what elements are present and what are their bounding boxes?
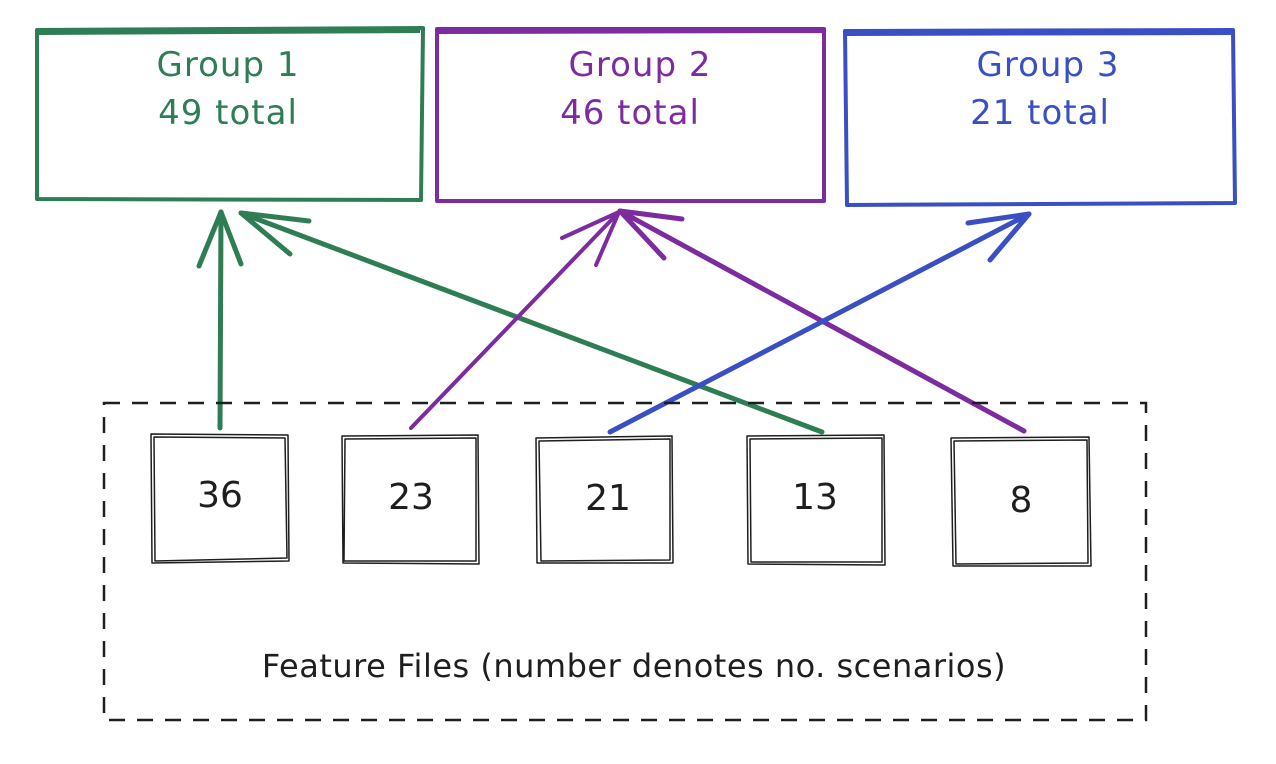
arrow-36-to-group-1 [196, 209, 244, 431]
feature-file-count-21: 21 [585, 478, 631, 519]
group-1-label: Group 1 [157, 45, 300, 85]
group-box-1-border [35, 26, 425, 202]
arrow-21-to-group-3 [607, 211, 1032, 435]
group-box-3: Group 3 21 total [843, 28, 1237, 207]
group-2-label: Group 2 [569, 45, 712, 85]
feature-file-box-8: 8 [950, 436, 1092, 567]
arrows [196, 208, 1032, 435]
group-1-total: 49 total [158, 93, 298, 133]
feature-file-count-8: 8 [1010, 480, 1033, 521]
arrow-23-to-group-2 [409, 210, 621, 430]
group-box-1: Group 1 49 total [35, 26, 425, 202]
feature-file-count-23: 23 [388, 477, 434, 518]
feature-files-caption: Feature Files (number denotes no. scenar… [262, 647, 1006, 685]
feature-file-box-13: 13 [746, 434, 886, 566]
feature-file-box-36-border [150, 433, 290, 564]
group-box-2-border [435, 27, 826, 203]
feature-file-box-36: 36 [150, 433, 290, 564]
feature-file-box-21-border [535, 435, 674, 564]
feature-files-container [102, 401, 1148, 722]
group-3-label: Group 3 [977, 45, 1120, 85]
feature-file-box-23-border [341, 434, 480, 565]
feature-file-box-23: 23 [341, 434, 480, 565]
arrow-13-to-group-1 [238, 210, 825, 435]
feature-file-count-13: 13 [792, 477, 838, 518]
group-2-total: 46 total [560, 93, 700, 133]
group-3-total: 21 total [970, 93, 1110, 133]
group-box-2: Group 2 46 total [435, 27, 826, 203]
feature-file-box-21: 21 [535, 435, 674, 564]
feature-file-count-36: 36 [197, 475, 243, 516]
group-box-3-border [843, 28, 1237, 207]
feature-file-box-8-border [950, 436, 1092, 567]
feature-file-box-13-border [746, 434, 886, 566]
